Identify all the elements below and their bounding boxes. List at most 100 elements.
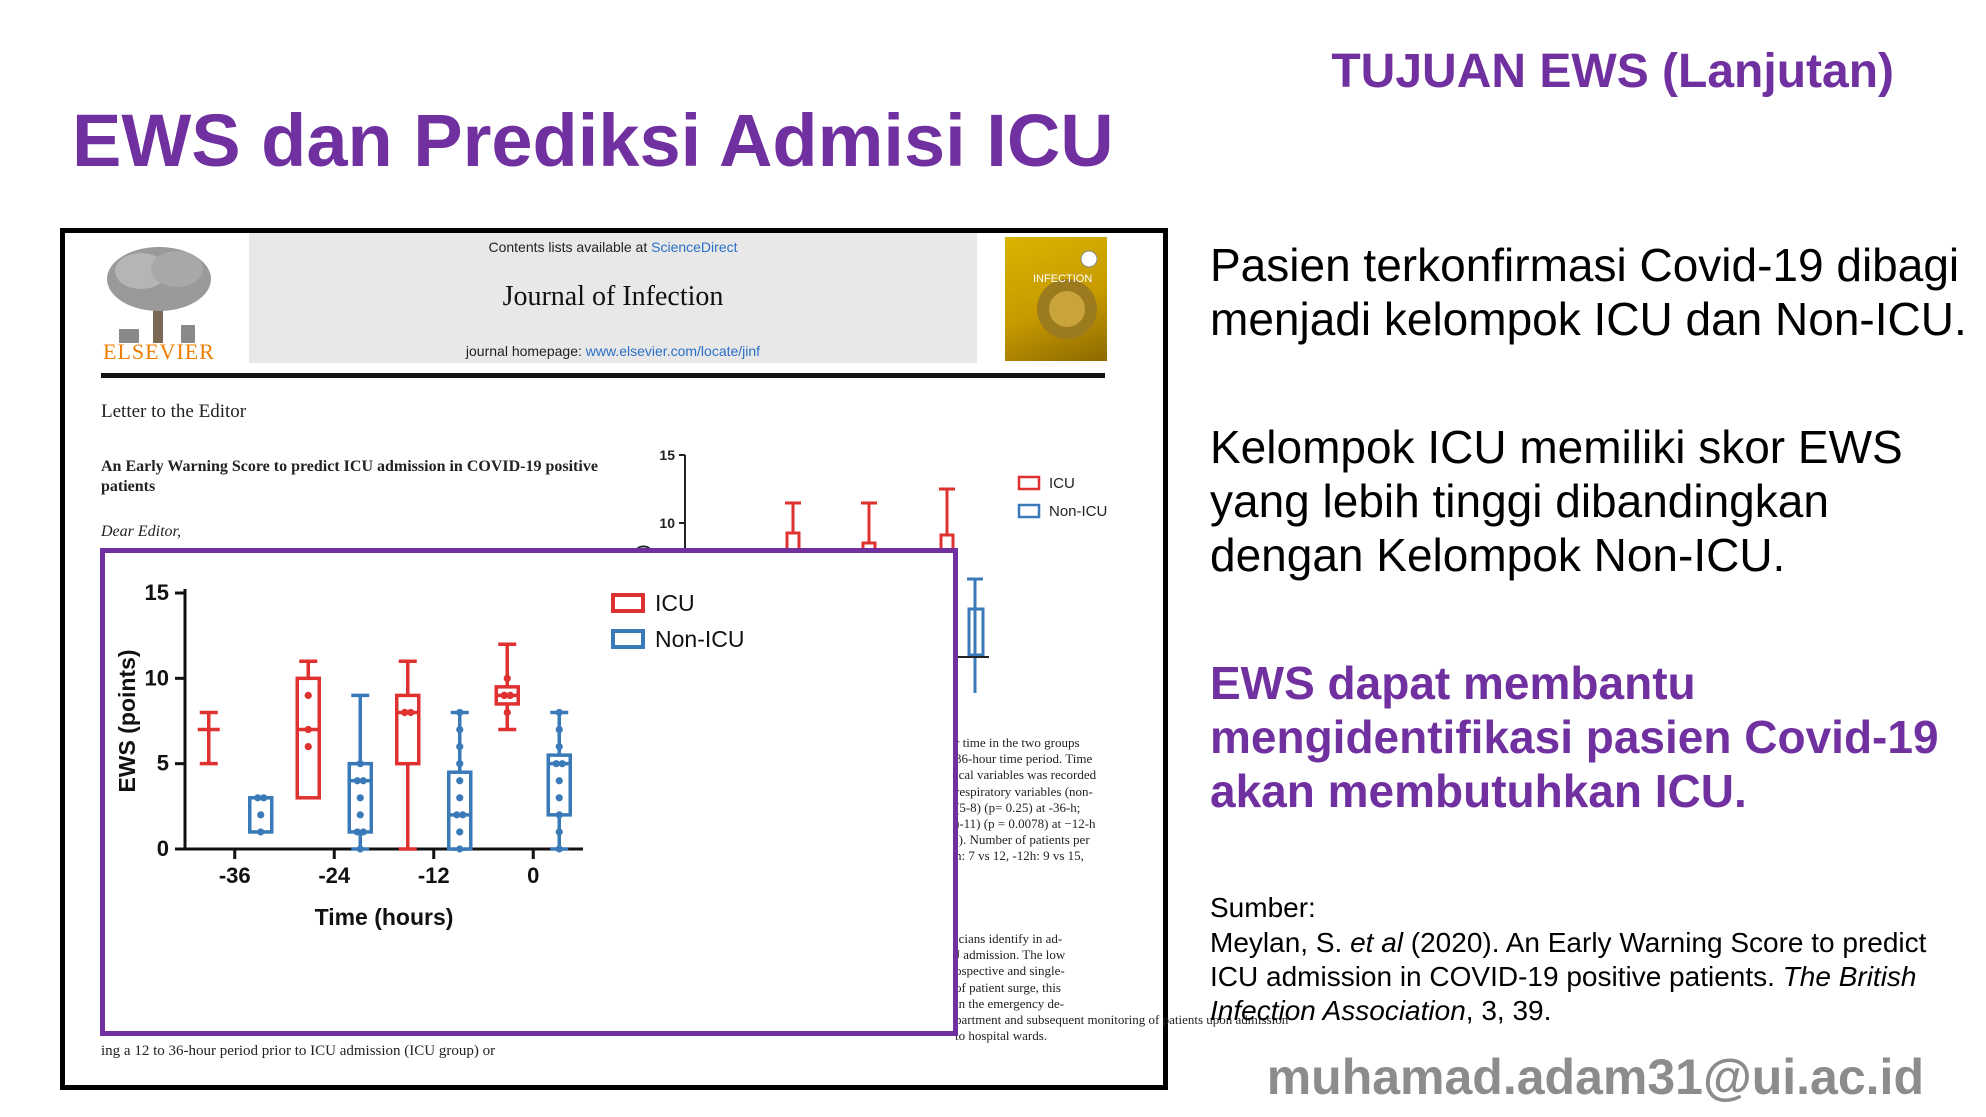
data-point — [456, 760, 464, 768]
body-bottom-line: ing a 12 to 36-hour period prior to ICU … — [101, 1043, 496, 1059]
data-point — [506, 691, 514, 699]
cover-art-icon — [1037, 250, 1098, 339]
y-tick-label: 5 — [157, 751, 169, 776]
snippet-line: (5-8) (p= 0.25) at -36-h; — [955, 799, 1081, 815]
source-label: Sumber: — [1210, 892, 1316, 923]
elsevier-tree-logo — [107, 247, 211, 343]
data-point — [401, 708, 409, 717]
letter-label: Letter to the Editor — [101, 401, 247, 422]
y-tick-label: 15 — [145, 580, 169, 605]
data-point — [555, 794, 563, 802]
legend-swatch — [611, 629, 645, 649]
data-point — [356, 845, 364, 853]
bg-tick-10: 10 — [659, 515, 675, 531]
salutation: Dear Editor, — [101, 523, 181, 540]
snippet-line: icians identify in ad- — [955, 931, 1063, 946]
point-3-highlight: EWS dapat membantu mengidentifikasi pasi… — [1210, 657, 1939, 817]
x-axis-label: Time (hours) — [315, 904, 454, 930]
data-point — [353, 777, 361, 785]
data-point — [456, 828, 464, 836]
data-point — [500, 691, 508, 699]
homepage-line: journal homepage: www.elsevier.com/locat… — [465, 343, 761, 359]
snippet-line: 36-hour time period. Time — [955, 751, 1093, 767]
x-tick-label: -24 — [318, 863, 351, 888]
data-point — [555, 811, 563, 819]
bg-tick-15: 15 — [659, 447, 675, 463]
homepage-link[interactable]: www.elsevier.com/locate/jinf — [585, 343, 761, 359]
data-point — [304, 691, 312, 699]
source-citation: Meylan, S. et al (2020). An Early Warnin… — [1210, 927, 1927, 1026]
journal-cover: INFECTION — [1005, 237, 1107, 361]
snippet-line: h: 7 vs 12, -12h: 9 vs 15, — [955, 848, 1084, 864]
data-point — [552, 760, 560, 768]
data-point — [555, 708, 563, 717]
data-point — [555, 743, 563, 751]
data-point — [456, 777, 464, 785]
contents-line: Contents lists available at ScienceDirec… — [488, 239, 738, 255]
data-point — [304, 725, 312, 734]
data-point — [260, 794, 268, 802]
box-iqr — [295, 676, 321, 800]
sciencedirect-link[interactable]: ScienceDirect — [651, 239, 738, 255]
data-point — [257, 811, 265, 819]
snippet-line: r time in the two groups — [955, 735, 1080, 750]
data-point — [356, 760, 364, 768]
data-point — [254, 794, 262, 802]
snippet-line: respiratory variables (non- — [955, 783, 1093, 799]
data-point — [503, 674, 511, 682]
data-point — [359, 828, 367, 836]
snippet-line: ospective and single- — [955, 963, 1065, 979]
data-point — [555, 845, 563, 853]
data-point — [257, 828, 265, 836]
data-point — [353, 828, 361, 836]
legend-swatch — [611, 593, 645, 613]
slide-title: EWS dan Prediksi Admisi ICU — [72, 99, 1114, 182]
bg-legend-icu: ICU — [1049, 475, 1075, 492]
data-point — [359, 777, 367, 785]
y-tick-label: 10 — [145, 665, 169, 690]
publisher-name: ELSEVIER — [103, 339, 215, 364]
data-point — [453, 811, 461, 819]
x-tick-label: -36 — [219, 863, 251, 888]
box-iqr — [395, 693, 421, 766]
point-1: Pasien terkonfirmasi Covid-19 dibagi men… — [1210, 239, 1967, 345]
snippet-line: of patient surge, this — [955, 979, 1061, 995]
journal-name: Journal of Infection — [502, 281, 724, 312]
data-point — [407, 708, 415, 717]
cover-title: INFECTION — [1033, 273, 1093, 285]
snippet-line: ical variables was recorded — [955, 767, 1097, 783]
author-email[interactable]: muhamad.adam31@ui.ac.id — [1266, 1049, 1924, 1105]
masthead-rule — [101, 373, 1105, 378]
data-point — [555, 777, 563, 785]
data-point — [503, 708, 511, 717]
y-axis-label: EWS (points) — [114, 649, 140, 792]
data-point — [459, 811, 467, 819]
data-point — [555, 725, 563, 734]
legend-label: Non-ICU — [655, 626, 744, 652]
data-point — [456, 845, 464, 853]
bg-legend-nonicu: Non-ICU — [1049, 503, 1107, 520]
data-point — [304, 743, 312, 751]
snippet-line: to hospital wards. — [955, 1028, 1048, 1044]
point-2: Kelompok ICU memiliki skor EWS yang lebi… — [1210, 421, 1903, 581]
snippet-line: in the emergency de- — [955, 995, 1065, 1011]
body-snippet-b: icians identify in ad-J admission. The l… — [955, 931, 1288, 1044]
data-point — [558, 760, 566, 768]
data-point — [555, 828, 563, 836]
snippet-line: )-11) (p = 0.0078) at −12-h — [955, 816, 1096, 832]
legend-label: ICU — [655, 590, 695, 616]
data-point — [456, 743, 464, 751]
data-point — [456, 794, 464, 802]
data-point — [456, 708, 464, 717]
section-label: TUJUAN EWS (Lanjutan) — [1331, 45, 1894, 98]
data-point — [356, 811, 364, 819]
journal-masthead: Contents lists available at ScienceDirec… — [249, 233, 977, 363]
snippet-line: J admission. The low — [955, 947, 1066, 963]
x-tick-label: -12 — [418, 863, 450, 888]
article-heading: An Early Warning Score to predict ICU ad… — [101, 458, 598, 495]
y-tick-label: 0 — [157, 836, 169, 861]
x-tick-label: 0 — [527, 863, 539, 888]
